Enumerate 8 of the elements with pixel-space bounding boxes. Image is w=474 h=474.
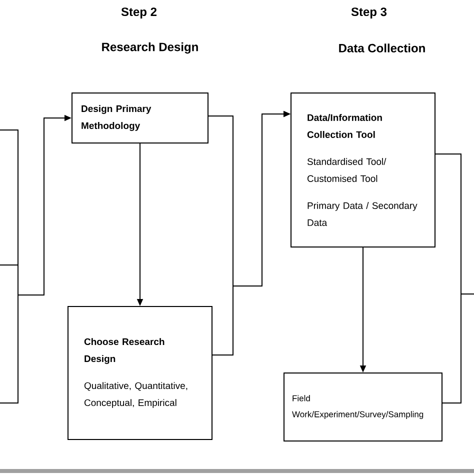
heading: Step 2: [121, 8, 157, 18]
heading: Data Collection: [339, 44, 425, 52]
process-box: Data/Information Collection Tool Standardised Tool/ Customised Tool Primary Data / Secondary Data: [290, 92, 436, 248]
process-box: Choose Research Design Qualitative, Quantitative, Conceptual, Empirical: [68, 306, 212, 440]
process-box: Design Primary Methodology: [72, 92, 208, 144]
process-box: Field Work/Experiment/Survey/Sampling: [284, 372, 442, 442]
heading: Step 3: [351, 8, 387, 18]
heading: Research Design: [102, 42, 198, 54]
